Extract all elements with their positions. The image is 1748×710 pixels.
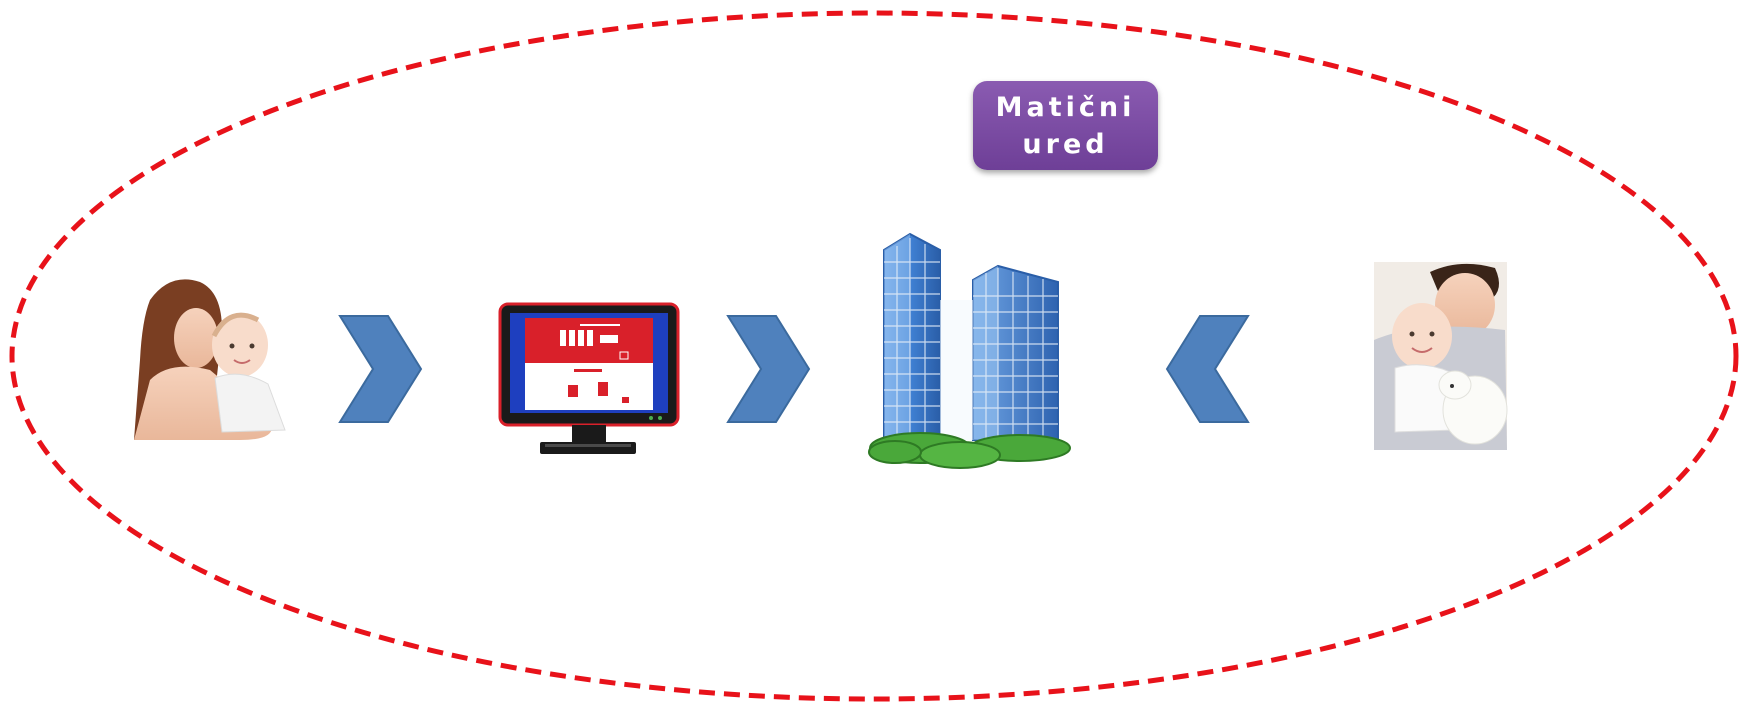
civil-registry-label-text: Matični ured [995,91,1136,160]
chevron-left-icon [1165,315,1250,423]
computer-monitor-icon [498,302,680,454]
office-building-icon [868,232,1071,469]
chevron-right-icon [338,315,423,423]
mother-baby-photo-icon [134,278,288,440]
chevron-right-icon [726,315,811,423]
civil-registry-label: Matični ured [973,81,1158,170]
father-baby-photo-icon [1374,262,1508,450]
boundary-ellipse [9,10,1739,702]
